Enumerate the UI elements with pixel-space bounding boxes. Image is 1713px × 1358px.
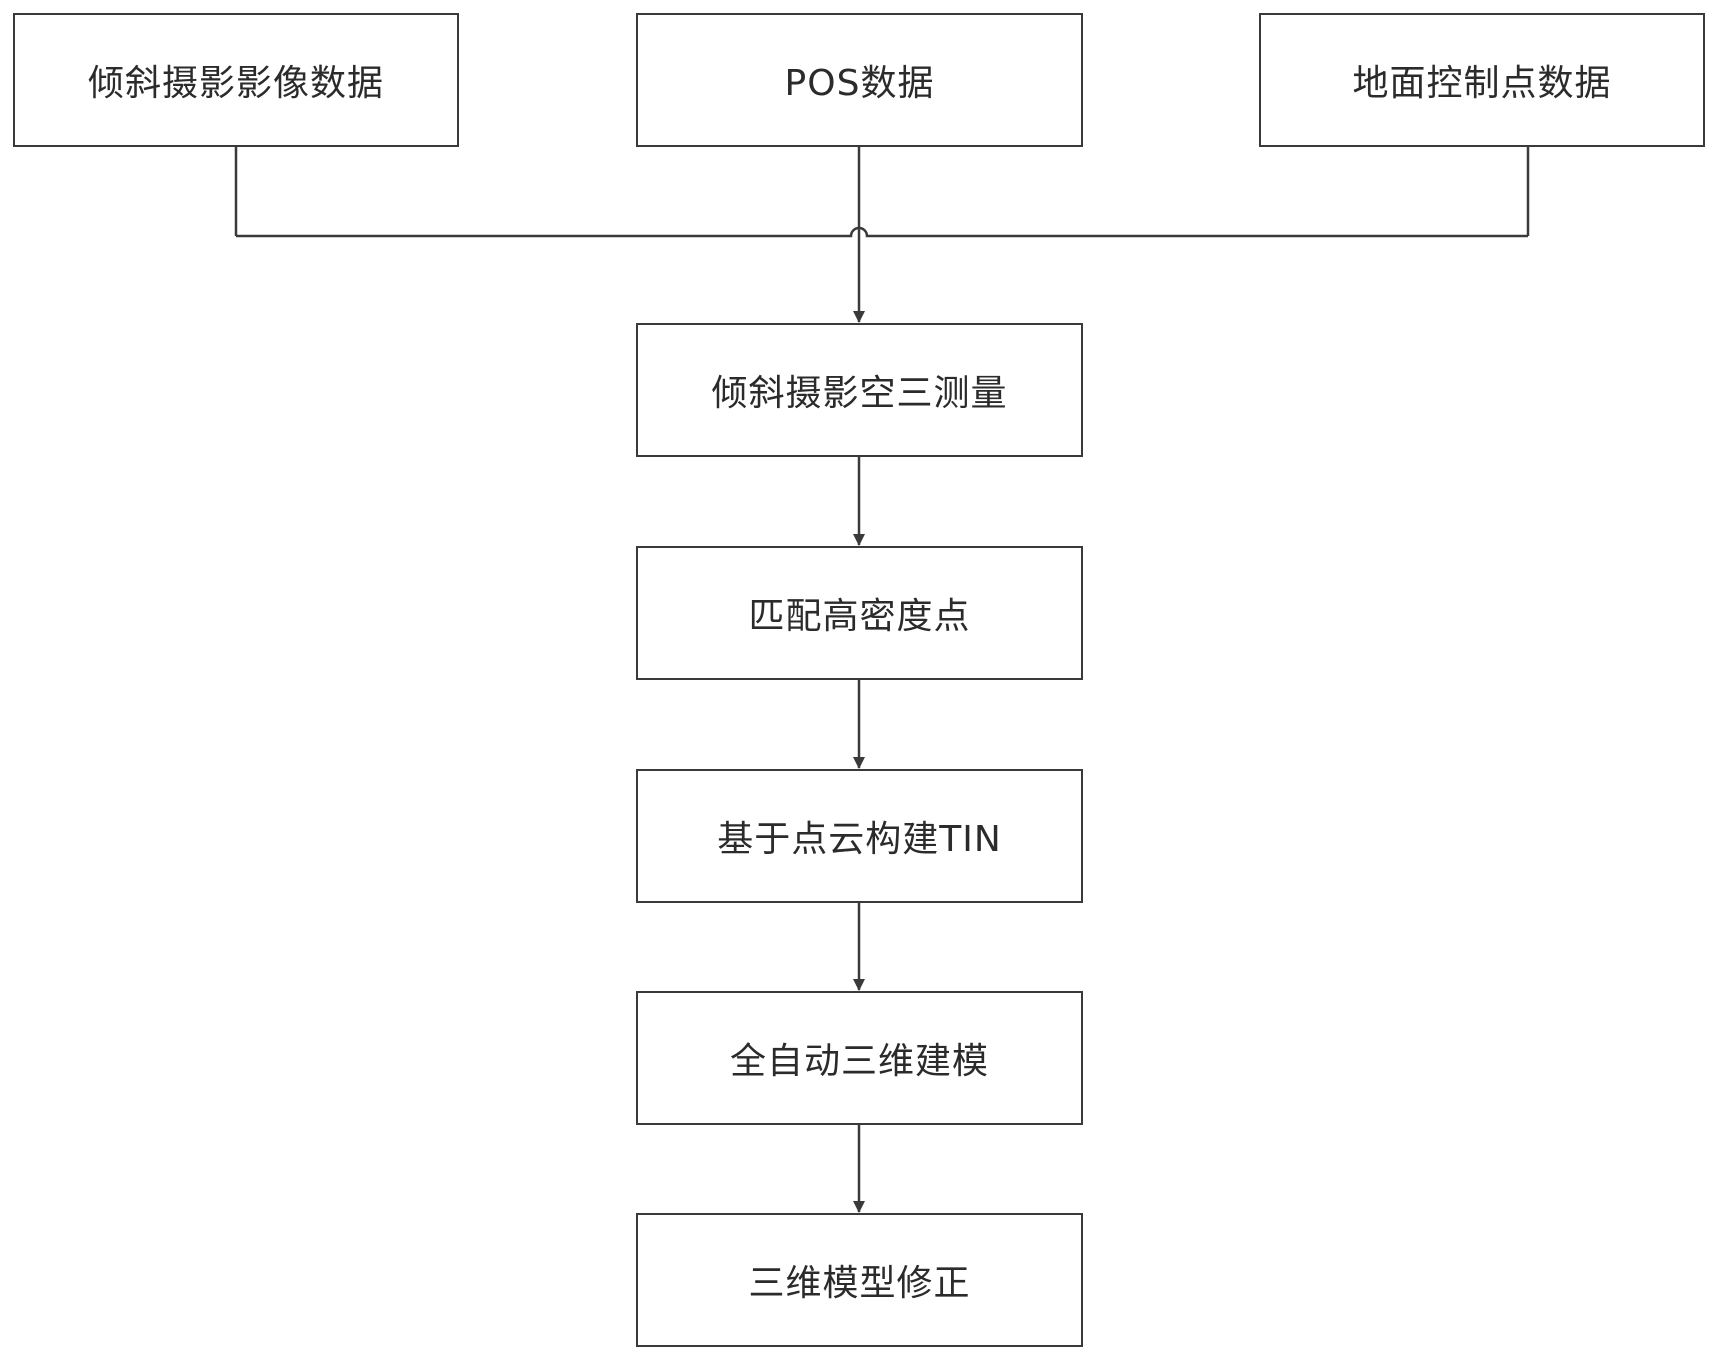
node-oblique-images-label: 倾斜摄影影像数据 (88, 54, 384, 106)
connector-merge-line (236, 228, 1528, 236)
node-dense-matching: 匹配高密度点 (636, 546, 1083, 680)
node-model-correction-label: 三维模型修正 (748, 1254, 970, 1306)
node-auto-3d-modeling-label: 全自动三维建模 (730, 1032, 989, 1084)
node-aerial-triangulation: 倾斜摄影空三测量 (636, 323, 1083, 457)
node-pos-data-label: POS数据 (785, 54, 935, 106)
node-ground-control-points-label: 地面控制点数据 (1352, 54, 1611, 106)
node-auto-3d-modeling: 全自动三维建模 (636, 991, 1083, 1125)
node-ground-control-points: 地面控制点数据 (1259, 13, 1705, 147)
node-dense-matching-label: 匹配高密度点 (748, 587, 970, 639)
node-pos-data: POS数据 (636, 13, 1083, 147)
node-aerial-triangulation-label: 倾斜摄影空三测量 (711, 364, 1007, 416)
node-build-tin: 基于点云构建TIN (636, 769, 1083, 903)
node-oblique-images: 倾斜摄影影像数据 (13, 13, 459, 147)
node-model-correction: 三维模型修正 (636, 1213, 1083, 1347)
node-build-tin-label: 基于点云构建TIN (717, 810, 1002, 862)
